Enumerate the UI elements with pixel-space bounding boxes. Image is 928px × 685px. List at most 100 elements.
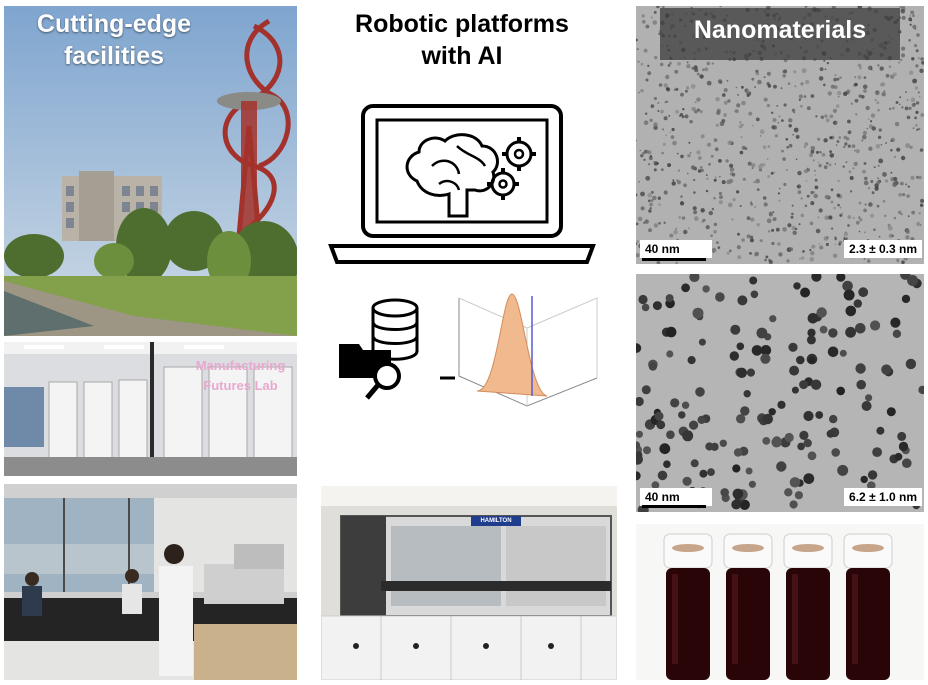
nanoparticle [788,342,798,352]
nanoparticle-speck [791,225,796,231]
nanoparticle [867,481,876,490]
nanoparticle-speck [793,111,795,114]
nanoparticle-speck [679,114,681,117]
nanoparticle-speck [788,118,793,123]
nanoparticle-speck [815,115,818,118]
nanoparticle-speck [863,208,867,213]
nanoparticle-speck [905,143,910,148]
nanoparticle [638,294,648,305]
nanoparticle-speck [906,115,911,120]
nanoparticle-speck [640,206,645,211]
nanoparticle-speck [800,213,805,218]
nanoparticle [682,430,694,442]
nanoparticle-speck [819,245,824,250]
nanoparticle-speck [819,67,824,72]
nanoparticle-speck [636,48,639,50]
nanoparticle-speck [824,194,829,200]
nanoparticle [695,387,705,397]
nanoparticle-speck [731,218,734,221]
nanoparticle [729,351,739,361]
nanoparticle-speck [786,146,789,149]
nanoparticle-speck [881,92,886,97]
nanoparticle-speck [673,229,678,235]
nanoparticle-speck [705,225,710,230]
nanoparticle-speck [665,74,670,80]
lab-sign-line1: Manufacturing [195,358,286,373]
nanoparticle-speck [650,16,653,19]
nanoparticle-speck [813,193,818,199]
lab-interior-illustration [4,342,297,476]
nanoparticle-speck [754,205,757,209]
nanoparticle-speck [792,230,797,235]
nanoparticle-speck [879,66,884,71]
nanoparticle-speck [863,162,867,165]
nanoparticle-speck [920,113,924,117]
nanoparticle-speck [742,177,746,181]
nanoparticle-speck [816,150,819,154]
nanoparticle-speck [729,249,732,253]
nanoparticle-speck [663,221,666,224]
nanoparticle-speck [670,135,675,139]
nanoparticle-speck [834,74,837,77]
nanoparticle [681,401,690,409]
nanoparticle-speck [713,178,717,182]
nanoparticle-speck [660,109,664,114]
nanoparticle-speck [729,163,734,168]
nanoparticle-speck [653,125,658,130]
nanoparticle-speck [723,88,728,93]
ai-icon-graphics [328,104,598,407]
nanoparticle-speck [845,161,848,164]
nanoparticle [689,274,700,283]
nanoparticle-speck [817,216,820,219]
nanoparticle-speck [771,228,775,232]
manufacturing-lab-photo: Manufacturing Futures Lab [4,342,297,476]
nanoparticle [732,464,741,473]
nanoparticle-speck [677,169,680,172]
nanoparticle-speck [692,206,697,211]
nanoparticle [806,335,816,345]
nanoparticle-speck [722,93,726,97]
nanoparticle-speck [823,165,828,169]
nanoparticle [876,426,885,435]
nanoparticle-speck [870,113,876,118]
nanoparticle [777,400,786,409]
nanoparticle-speck [763,97,768,102]
nanoparticle-speck [652,20,658,25]
nanoparticle-speck [883,90,886,93]
nanoparticle-speck [857,75,862,80]
nanoparticle-speck [755,117,760,122]
nanoparticle-speck [920,57,924,61]
nanoparticle-speck [672,140,677,146]
nanoparticle-speck [737,232,740,236]
nanoparticle-speck [864,176,868,180]
nanoparticle-speck [728,202,733,208]
nanoparticle-speck [658,83,663,87]
nanoparticle [731,499,742,510]
nanoparticle-speck [683,183,687,188]
nanoparticle-speck [766,71,771,76]
nanoparticle-speck [866,127,869,130]
nanoparticle-speck [803,95,807,98]
nanoparticle [842,280,853,292]
nanoparticle-speck [749,252,752,255]
nanoparticle-speck [904,106,909,111]
nanoparticle-speck [675,109,679,114]
nanoparticle [659,443,671,455]
nanoparticle-speck [851,144,856,149]
nanoparticle-speck [788,124,792,128]
nanoparticle-speck [652,160,655,163]
nanoparticle-speck [914,116,917,120]
nanoparticle-speck [711,207,715,211]
nanoparticle-speck [778,252,783,257]
nanoparticle [810,379,822,390]
nanoparticle [756,327,768,339]
nanoparticle [762,437,771,445]
researchers-lab-photo [4,484,297,680]
nanoparticle-speck [785,138,789,141]
nanoparticle-speck [836,193,841,198]
nanoparticle-speck [847,144,851,148]
nanoparticle-speck [874,186,879,191]
nanoparticle-speck [870,213,875,218]
nanoparticle-speck [686,61,689,64]
nanoparticle [751,345,763,356]
